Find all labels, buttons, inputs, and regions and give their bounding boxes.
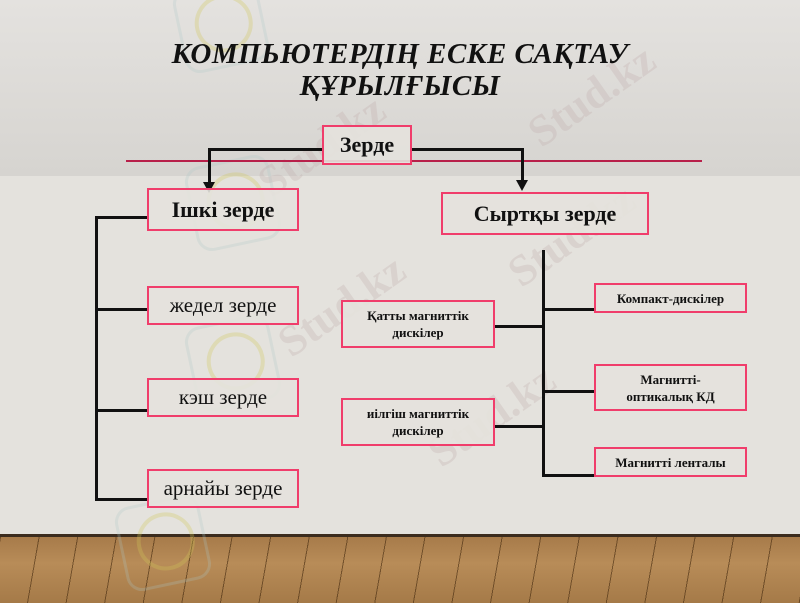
node-internal-memory: Ішкі зерде (147, 188, 299, 231)
title-line-1: КОМПЬЮТЕРДІҢ ЕСКЕ САҚТАУ (171, 38, 629, 70)
node-special-memory: арнайы зерде (147, 469, 299, 508)
connector-line (410, 148, 524, 151)
node-magnetic-tapes: Магнитті ленталы (594, 447, 747, 477)
connector-line (95, 498, 147, 501)
connector-line (494, 325, 544, 328)
node-ram: жедел зерде (147, 286, 299, 325)
connector-line (208, 148, 211, 184)
title-line-2: ҚҰРЫЛҒЫСЫ (299, 70, 501, 102)
connector-line (208, 148, 323, 151)
node-external-memory: Сыртқы зерде (441, 192, 649, 235)
connector-line (521, 148, 524, 181)
connector-line (95, 308, 147, 311)
connector-line (542, 390, 594, 393)
connector-line (542, 474, 594, 477)
node-root: Зерде (322, 125, 412, 165)
connector-line (542, 250, 545, 477)
page-title: КОМПЬЮТЕРДІҢ ЕСКЕ САҚТАУ ҚҰРЫЛҒЫСЫ (0, 38, 800, 102)
accent-divider (126, 160, 702, 162)
connector-line (494, 425, 544, 428)
connector-line (95, 216, 98, 500)
arrow-down-icon (516, 180, 528, 191)
connector-line (95, 216, 147, 219)
arrow-down-icon (203, 182, 215, 193)
node-cache: кэш зерде (147, 378, 299, 417)
node-hard-disks: Қатты магниттік дискілер (341, 300, 495, 348)
node-compact-disks: Компакт-дискілер (594, 283, 747, 313)
node-floppy-disks: иілгіш магниттік дискілер (341, 398, 495, 446)
wall-background (0, 176, 800, 534)
connector-line (542, 308, 594, 311)
connector-line (95, 409, 147, 412)
node-magneto-optical: Магнитті-оптикалық КД (594, 364, 747, 411)
